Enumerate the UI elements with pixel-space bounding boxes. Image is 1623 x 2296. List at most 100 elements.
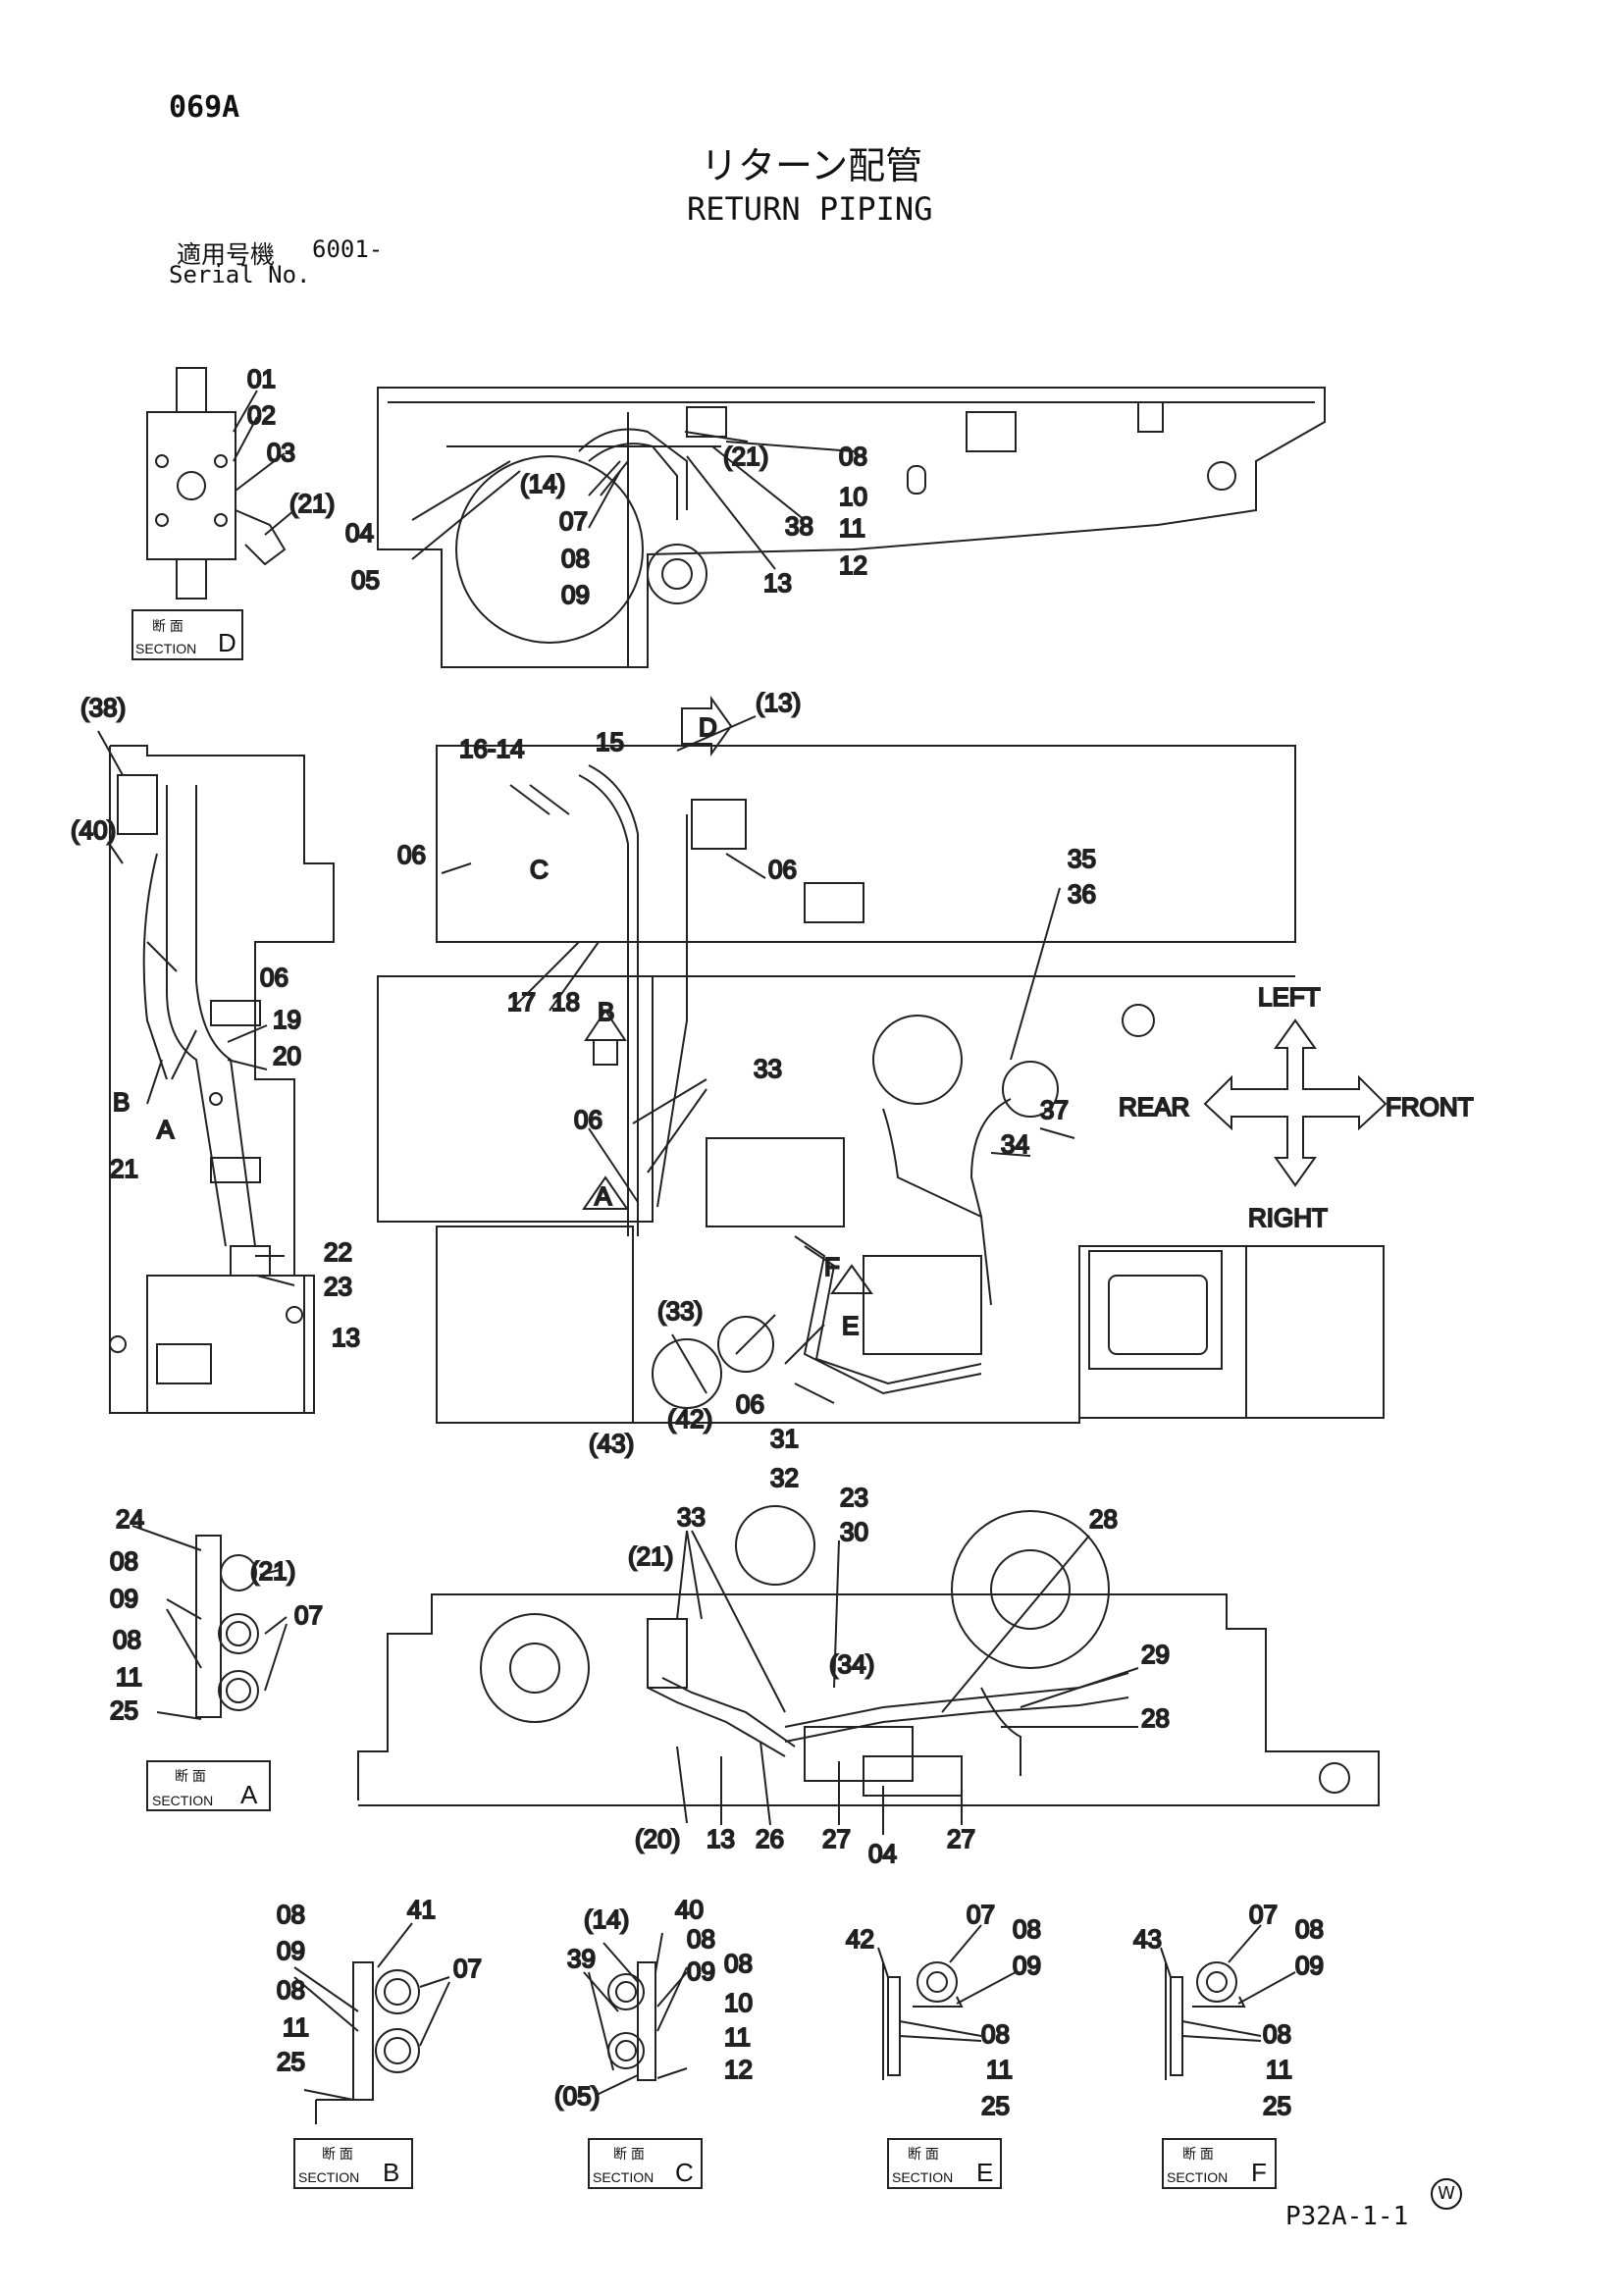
callout-plan-18: 18 [551, 987, 580, 1017]
callout-sc-11: 11 [724, 2022, 751, 2052]
callout-bot-30: 30 [840, 1517, 868, 1546]
callout-sc-12: 12 [724, 2055, 753, 2084]
section-word-jp: 断 面 [322, 2146, 353, 2162]
callout-se-25: 25 [981, 2091, 1010, 2120]
top-side-view [377, 387, 1326, 668]
direction-left: LEFT [1258, 982, 1321, 1012]
callout-sc-39: 39 [567, 1944, 596, 1973]
callout-bot-04: 04 [868, 1839, 897, 1868]
callout-bot-29: 29 [1141, 1640, 1170, 1669]
section-f-drawing [1160, 1924, 1296, 2080]
plan-view [377, 695, 1387, 1424]
callout-plan-13: (13) [756, 688, 801, 717]
title-japanese: リターン配管 [701, 144, 923, 187]
callout-top-04: 04 [345, 518, 374, 548]
callout-plan-34: 34 [1001, 1129, 1029, 1159]
callout-plan-32: 32 [770, 1463, 799, 1492]
callout-bot-34: (34) [829, 1649, 874, 1679]
callout-bot-28b: 28 [1141, 1703, 1170, 1733]
callout-plan-36: 36 [1068, 879, 1096, 909]
callout-plan-15: 15 [596, 727, 624, 757]
callout-plan-c: C [530, 855, 549, 884]
callout-plan-33b: (33) [657, 1296, 703, 1326]
callout-sf-08a: 08 [1295, 1914, 1324, 1944]
section-word-en: SECTION [892, 2169, 953, 2185]
callout-top-09: 09 [561, 580, 590, 609]
callout-bot-13: 13 [707, 1824, 735, 1853]
callout-left-40: (40) [71, 815, 116, 845]
callout-top-08a: 08 [561, 544, 590, 573]
callout-left-20: 20 [273, 1041, 301, 1070]
section-letter: C [675, 2158, 694, 2187]
callout-sc-05: (05) [554, 2081, 600, 2111]
callout-sf-09: 09 [1295, 1951, 1324, 1980]
page-code: P32A-1-1 [1285, 2202, 1409, 2231]
callout-sc-10: 10 [724, 1988, 753, 2017]
callout-sa-25: 25 [110, 1696, 138, 1725]
callout-sb-08a: 08 [277, 1900, 305, 1929]
section-word-en: SECTION [152, 1793, 213, 1808]
callout-plan-06b: 06 [768, 855, 797, 884]
callout-sc-14: (14) [584, 1905, 629, 1934]
callout-plan-35: 35 [1068, 844, 1096, 873]
callout-sb-09: 09 [277, 1936, 305, 1965]
callout-plan-b: B [598, 997, 614, 1026]
callout-plan-06c: 06 [574, 1105, 602, 1134]
callout-bot-23: 23 [840, 1483, 868, 1512]
callout-se-09: 09 [1013, 1951, 1041, 1980]
callout-left-13: 13 [332, 1323, 360, 1352]
callout-bot-27a: 27 [822, 1824, 851, 1853]
callout-plan-06d: 06 [736, 1389, 764, 1419]
callout-sc-09: 09 [687, 1957, 715, 1986]
callout-left-19: 19 [273, 1005, 301, 1034]
callout-d-21: (21) [289, 489, 335, 518]
callout-left-21: 21 [110, 1154, 138, 1183]
callout-se-07: 07 [967, 1900, 995, 1929]
callout-bot-26: 26 [756, 1824, 784, 1853]
page-id: 069A [169, 90, 240, 125]
callout-plan-f: F [824, 1252, 840, 1281]
callout-left-23: 23 [324, 1272, 352, 1301]
callout-top-21: (21) [723, 442, 768, 471]
callout-bot-20: (20) [635, 1824, 680, 1853]
callout-top-11: 11 [839, 513, 865, 543]
section-d-drawing [146, 367, 295, 600]
section-word-jp: 断 面 [152, 618, 183, 634]
callout-top-07: 07 [559, 506, 588, 536]
callout-sa-08a: 08 [110, 1546, 138, 1576]
callout-sc-08a: 08 [687, 1924, 715, 1954]
callout-sb-25: 25 [277, 2047, 305, 2076]
callout-plan-43: (43) [589, 1429, 634, 1458]
callout-plan-06a: 06 [397, 840, 426, 869]
callout-plan-16-14: 16-14 [459, 734, 525, 763]
callout-plan-e: E [842, 1311, 859, 1340]
callout-plan-37: 37 [1040, 1095, 1069, 1124]
callout-sa-21: (21) [250, 1556, 295, 1586]
callout-sf-07: 07 [1249, 1900, 1278, 1929]
callout-left-38: (38) [80, 693, 126, 722]
callout-sf-43: 43 [1133, 1924, 1162, 1954]
callout-left-b: B [113, 1087, 130, 1117]
section-c-drawing [583, 1932, 688, 2096]
callout-top-38: 38 [785, 511, 813, 541]
callout-sa-09: 09 [110, 1584, 138, 1613]
callout-plan-33: 33 [754, 1054, 782, 1083]
callout-top-05: 05 [351, 565, 380, 595]
callout-plan-17: 17 [507, 987, 536, 1017]
callout-plan-42: (42) [667, 1404, 712, 1434]
callout-top-13: 13 [763, 568, 792, 598]
section-label-e: 断 面 SECTION E [887, 2138, 1002, 2189]
callout-plan-view-d: D [699, 712, 717, 742]
callout-sb-41: 41 [407, 1895, 436, 1924]
section-word-jp: 断 面 [1182, 2146, 1214, 2162]
callout-sa-24: 24 [116, 1504, 144, 1534]
callout-top-08b: 08 [839, 442, 867, 471]
callout-se-08b: 08 [981, 2019, 1010, 2049]
section-word-en: SECTION [135, 641, 196, 656]
callout-d-03: 03 [267, 438, 295, 467]
section-word-jp: 断 面 [175, 1768, 206, 1784]
callout-se-11: 11 [986, 2055, 1013, 2084]
callout-bot-33: 33 [677, 1502, 706, 1532]
callout-se-08a: 08 [1013, 1914, 1041, 1944]
callout-se-42: 42 [846, 1924, 874, 1954]
